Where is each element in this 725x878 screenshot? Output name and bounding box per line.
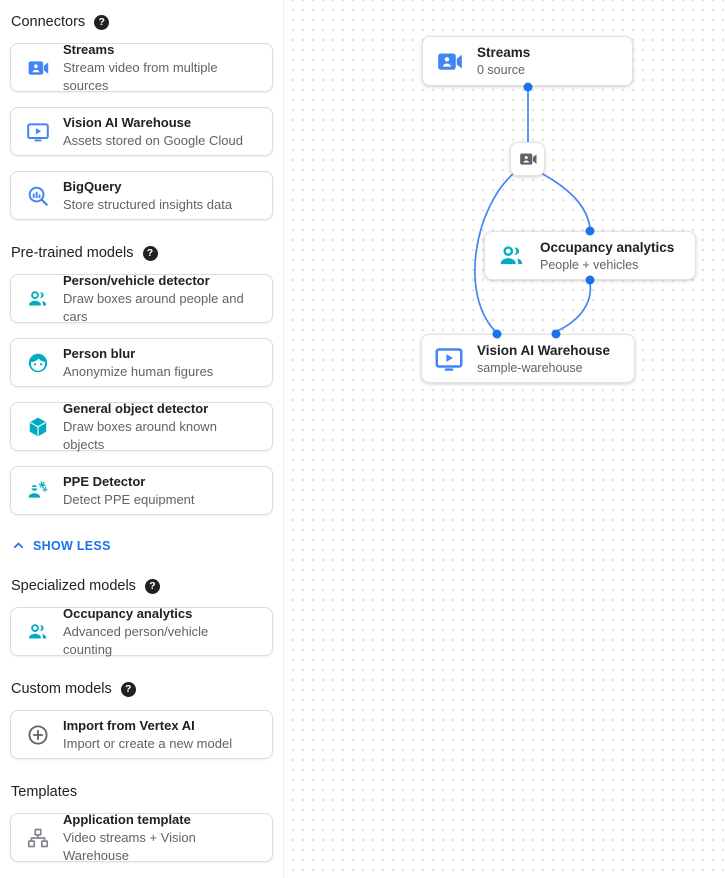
tree-icon [27, 828, 49, 847]
show-less-label: SHOW LESS [33, 538, 111, 553]
node-vision-ai-warehouse[interactable]: Vision AI Warehouse sample-warehouse [421, 334, 635, 383]
node-title: Streams [477, 45, 531, 60]
card-application-template[interactable]: Application template Video streams + Vis… [10, 811, 273, 863]
card-desc: Stream video from multiple sources [63, 59, 218, 93]
card-person-vehicle-detector[interactable]: Person/vehicle detector Draw boxes aroun… [10, 272, 273, 324]
section-title-connectors: Connectors [11, 14, 86, 30]
card-title: Person blur [63, 345, 136, 361]
card-title: Streams [63, 41, 115, 57]
section-header-pretrained: Pre-trained models [11, 245, 272, 261]
node-occupancy-analytics[interactable]: Occupancy analytics People + vehicles [484, 231, 696, 280]
section-title-templates: Templates [11, 784, 78, 800]
card-title: Person/vehicle detector [63, 272, 210, 288]
cube-icon [29, 416, 47, 437]
graph-canvas[interactable]: Streams 0 source Occupancy analytics Peo… [284, 0, 725, 878]
card-title: Application template [63, 811, 191, 827]
node-title: Vision AI Warehouse [477, 342, 611, 358]
card-occupancy-analytics[interactable]: Occupancy analytics Advanced person/vehi… [10, 605, 273, 657]
card-title: General object detector [63, 400, 209, 416]
ppe-icon [28, 480, 48, 498]
smart-display-icon [435, 347, 463, 372]
bigquery-icon [28, 186, 48, 206]
card-desc: Detect PPE equipment [63, 491, 195, 507]
edge-mini-to-occupancy [540, 172, 591, 229]
section-header-templates: Templates [11, 784, 272, 800]
edge-lines [474, 88, 592, 332]
node-title: Occupancy analytics [540, 239, 675, 255]
card-import-from-vertex-ai[interactable]: Import from Vertex AI Import or create a… [10, 710, 273, 759]
node-subtitle: 0 source [477, 63, 525, 77]
video-camera-icon [519, 153, 536, 165]
help-icon[interactable] [142, 245, 158, 261]
card-title: PPE Detector [63, 473, 146, 489]
node-subtitle: People + vehicles [540, 257, 639, 272]
card-vision-ai-warehouse[interactable]: Vision AI Warehouse Assets stored on Goo… [10, 107, 273, 156]
edge-occupancy-to-warehouse [556, 282, 592, 332]
section-title-pretrained: Pre-trained models [11, 245, 134, 261]
card-desc: Video streams + Vision Warehouse [63, 829, 196, 863]
card-title: Vision AI Warehouse [63, 114, 192, 130]
card-title: BigQuery [63, 178, 122, 194]
video-camera-icon [28, 60, 49, 75]
card-desc: Draw boxes around known objects [63, 418, 217, 452]
card-desc: Assets stored on Google Cloud [63, 132, 243, 148]
face-icon [28, 353, 48, 372]
card-desc: Anonymize human figures [63, 363, 214, 379]
group-icon [28, 623, 48, 639]
add-circle-icon [28, 725, 48, 744]
section-header-custom: Custom models [11, 681, 272, 697]
card-desc: Import or create a new model [63, 735, 233, 751]
help-icon[interactable] [94, 14, 110, 30]
card-desc: Advanced person/vehicle counting [63, 623, 209, 657]
video-camera-icon [438, 53, 462, 70]
card-person-blur[interactable]: Person blur Anonymize human figures [10, 338, 273, 387]
node-streams[interactable]: Streams 0 source [422, 36, 633, 86]
show-less-button[interactable]: SHOW LESS [11, 538, 273, 553]
card-desc: Store structured insights data [63, 196, 233, 212]
section-title-specialized: Specialized models [11, 578, 136, 594]
group-icon [499, 245, 524, 265]
card-general-object-detector[interactable]: General object detector Draw boxes aroun… [10, 400, 273, 452]
card-desc: Draw boxes around people and cars [63, 290, 244, 324]
card-title: Occupancy analytics [63, 605, 193, 621]
card-ppe-detector[interactable]: PPE Detector Detect PPE equipment [10, 466, 273, 515]
help-icon[interactable] [144, 578, 160, 594]
node-stream-source-mini[interactable] [510, 142, 545, 176]
card-title: Import from Vertex AI [63, 717, 195, 733]
section-header-specialized: Specialized models [11, 578, 272, 594]
chevron-up-icon [13, 542, 24, 549]
card-bigquery[interactable]: BigQuery Store structured insights data [10, 171, 273, 220]
section-header-connectors: Connectors [11, 14, 272, 30]
group-icon [28, 290, 48, 306]
node-subtitle: sample-warehouse [477, 360, 583, 375]
connection-ports [492, 82, 595, 339]
component-sidebar: Connectors Streams Stream video from mul… [0, 0, 284, 878]
smart-display-icon [27, 122, 49, 142]
section-title-custom: Custom models [11, 681, 112, 697]
help-icon[interactable] [120, 681, 136, 697]
card-streams[interactable]: Streams Stream video from multiple sourc… [10, 41, 273, 93]
